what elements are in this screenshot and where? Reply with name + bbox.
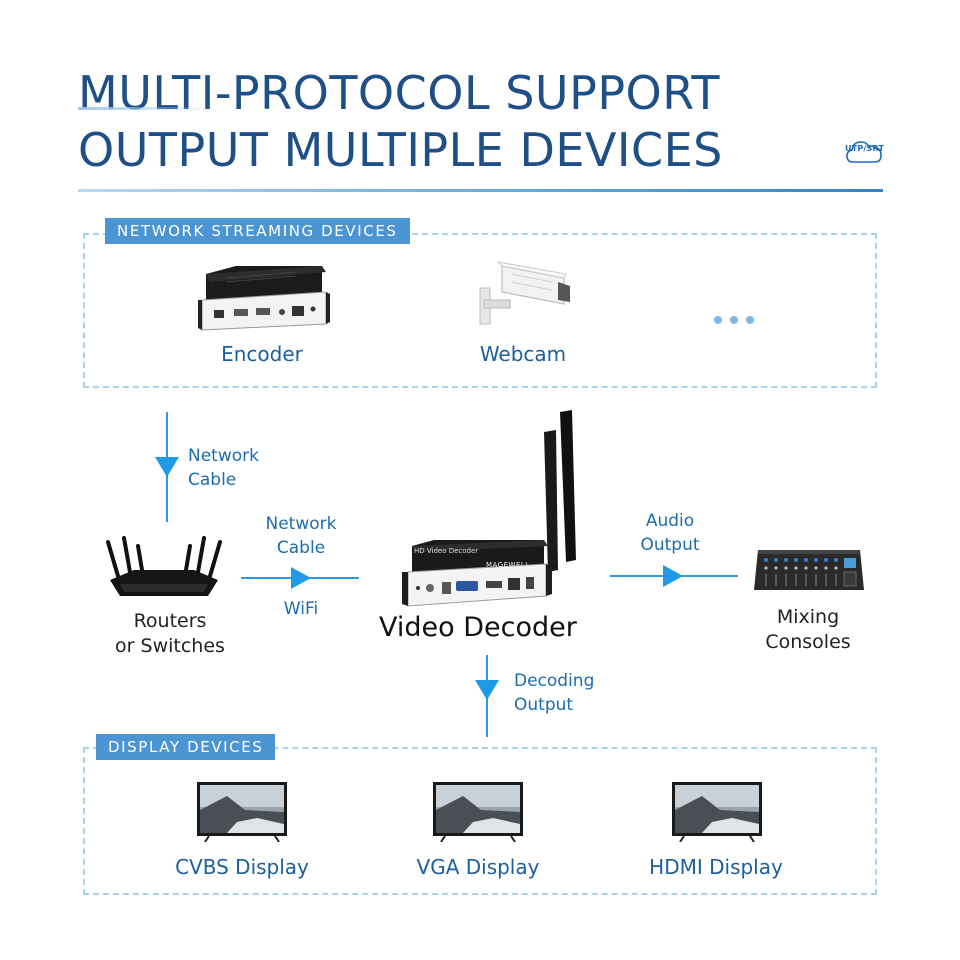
vga-display-icon <box>433 782 523 842</box>
encoder-image <box>196 264 332 334</box>
video-decoder-label: Video Decoder <box>379 612 577 643</box>
cvbs-display-label: CVBS Display <box>175 855 309 879</box>
title-rule <box>78 189 883 192</box>
network-cable-down-label: Network Cable <box>188 446 259 490</box>
mixing-console-label: Mixing Consoles <box>765 606 851 653</box>
network-cable-right-label: Network Cable <box>265 514 337 558</box>
hdmi-display-label: HDMI Display <box>649 855 783 879</box>
webcam-image <box>472 260 572 328</box>
arrow-down-icon <box>155 457 179 477</box>
decoder-front-panel-text: HD Video Decoder <box>414 547 479 555</box>
arrow-right-icon <box>291 567 311 589</box>
cloud-icon <box>846 141 882 163</box>
webcam-label: Webcam <box>479 342 567 366</box>
router-label: Routers or Switches <box>115 610 225 657</box>
vga-display-label: VGA Display <box>416 855 540 879</box>
wifi-label: WiFi <box>283 599 319 619</box>
decoding-output-label: Decoding Output <box>514 671 595 715</box>
title-underline <box>78 107 218 110</box>
decoder-brand-text: MAGEWELL <box>486 561 530 569</box>
mixing-console-image <box>752 548 864 594</box>
hdmi-display-icon <box>672 782 762 842</box>
network-streaming-box <box>83 233 877 388</box>
ellipsis-icon <box>714 309 762 328</box>
audio-output-label: Audio Output <box>640 511 700 555</box>
cvbs-display-icon <box>197 782 287 842</box>
encoder-label: Encoder <box>221 342 303 366</box>
arrow-down-icon <box>475 680 499 700</box>
video-decoder-image <box>394 410 586 610</box>
display-devices-tag: DISPLAY DEVICES <box>96 734 276 760</box>
router-image <box>104 536 224 602</box>
arrow-right-icon <box>663 565 683 587</box>
title-line-2: OUTPUT MULTIPLE DEVICES <box>78 123 723 177</box>
badge-text: UTP/SRT <box>845 144 885 153</box>
display-devices-box <box>83 747 877 895</box>
utp-srt-badge: UTP/SRT <box>845 137 885 165</box>
network-streaming-tag: NETWORK STREAMING DEVICES <box>105 218 410 244</box>
